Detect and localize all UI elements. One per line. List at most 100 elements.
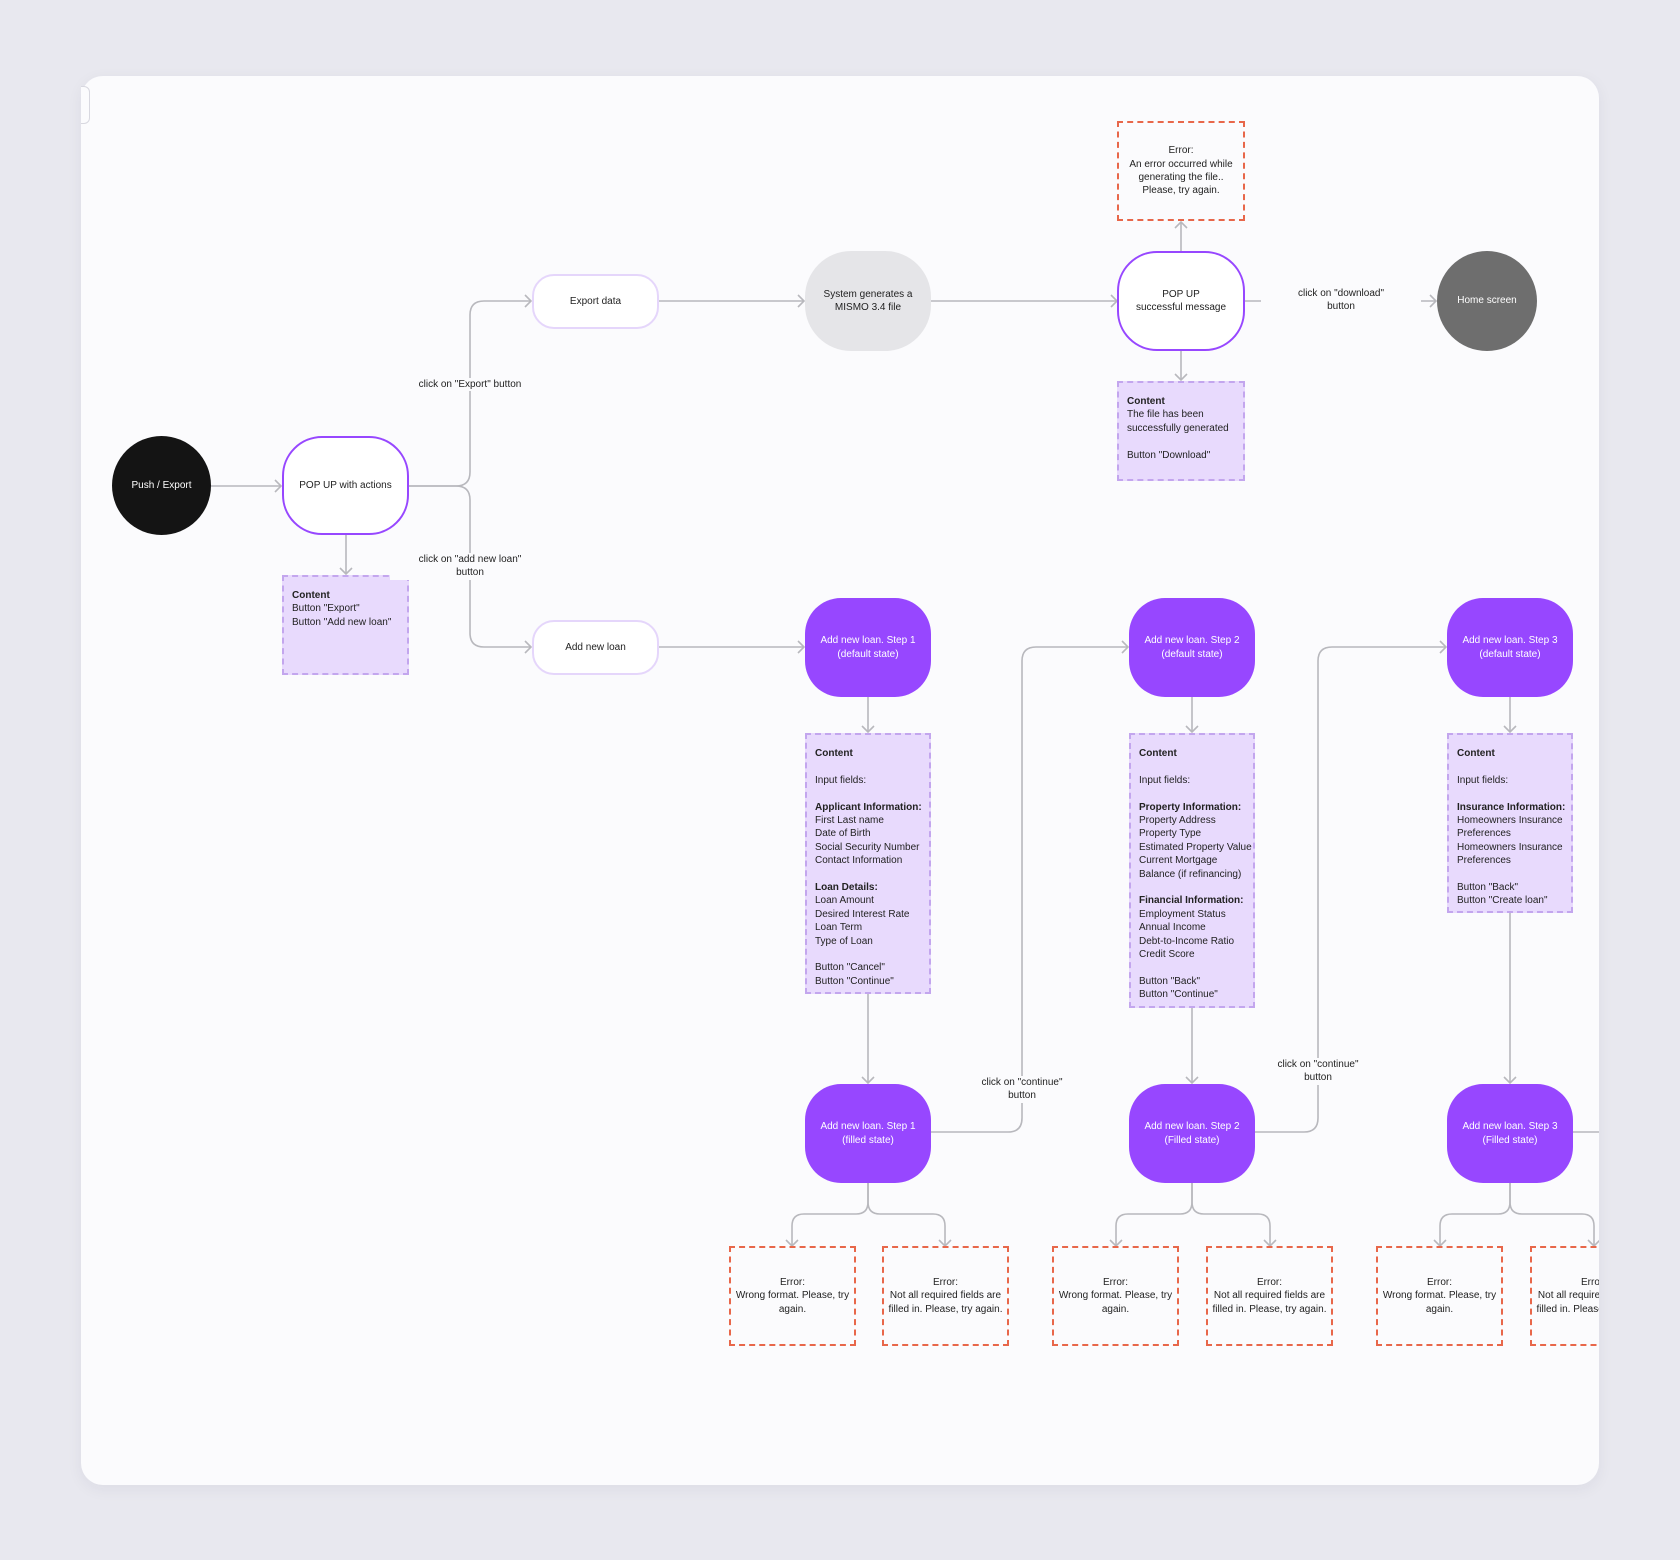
text-line: click on "continue" (981, 1077, 1063, 1088)
text-line: filled in. Please, try again. (1212, 1303, 1327, 1315)
popup-success-node[interactable]: POP UP successful message (1117, 251, 1245, 351)
arrowhead (1121, 640, 1130, 654)
text-line: generating the file.. (1138, 172, 1224, 183)
text-line: Error: (1427, 1276, 1452, 1288)
arrowhead (1503, 1076, 1517, 1085)
text-line: Preferences (1457, 828, 1511, 840)
text-line (1127, 435, 1235, 448)
arrowhead (1174, 373, 1188, 382)
text-line: Insurance Information: (1457, 801, 1566, 813)
text-line: Content (292, 590, 330, 601)
text-line: successful message (1135, 302, 1227, 313)
text-line: POP UP with actions (299, 479, 392, 491)
text-line: (default state) (837, 648, 899, 660)
text-line: Social Security Number (815, 841, 920, 853)
arrowhead (274, 479, 283, 493)
text-line: Date of Birth (815, 828, 871, 840)
text-line: Error: (933, 1276, 958, 1288)
arrowhead (1503, 725, 1517, 734)
text-line: Add new loan (565, 641, 626, 653)
label-click-continue-1: click on "continue"button (942, 1076, 1102, 1103)
home-screen-node[interactable]: Home screen (1437, 251, 1537, 351)
arrowhead (524, 294, 533, 308)
step3-default-node[interactable]: Add new loan. Step 3(default state) (1447, 598, 1573, 697)
connector-line (409, 300, 531, 487)
text-line: click on "continue" (1277, 1059, 1359, 1070)
step2-default-node[interactable]: Add new loan. Step 2(default state) (1129, 598, 1255, 697)
text-line: Loan Term (815, 922, 863, 934)
arrowhead (797, 294, 806, 308)
text-line: Property Information: (1139, 801, 1242, 813)
text-line: Credit Score (1139, 949, 1195, 961)
text-line: Button "Download" (1127, 449, 1211, 461)
connector-line (1255, 646, 1446, 1133)
step2-filled-node[interactable]: Add new loan. Step 2(Filled state) (1129, 1084, 1255, 1183)
text-line: Type of Loan (815, 935, 873, 947)
text-line: MISMO 3.4 file (834, 302, 902, 313)
arrowhead (339, 567, 353, 576)
text-line: Not all required fields are (1213, 1290, 1326, 1302)
text-line: Content (1127, 396, 1165, 407)
text-line (815, 787, 921, 800)
text-line: Add new loan. Step 3 (1462, 1121, 1558, 1133)
arrowhead (1185, 725, 1199, 734)
text-line: Error: (1581, 1276, 1599, 1288)
popup-with-actions-node[interactable]: POP UP with actions (282, 436, 409, 535)
text-line: Wrong format. Please, try (735, 1290, 850, 1302)
label-click-add-new-loan: click on "add new loan" button (390, 553, 550, 580)
text-line (1457, 868, 1563, 881)
text-line: Button "Continue" (1139, 989, 1218, 1001)
add-new-loan-node[interactable]: Add new loan (532, 620, 659, 675)
text-line (815, 760, 921, 773)
text-line: Button "Add new loan" (292, 616, 392, 628)
step1-filled-node[interactable]: Add new loan. Step 1(filled state) (805, 1084, 931, 1183)
connector-layer (211, 220, 1599, 1248)
text-line: (filled state) (842, 1134, 894, 1146)
start-node-push-export[interactable]: Push / Export (112, 436, 211, 535)
text-line: Button "Cancel" (815, 962, 885, 974)
text-line: Input fields: (1457, 774, 1509, 786)
text-line: click on "Export" button (418, 379, 522, 390)
text-line: Homeowners Insurance (1457, 815, 1563, 826)
connector-line (1115, 1183, 1193, 1246)
side-panel-handle[interactable] (81, 86, 90, 124)
text-line (1457, 760, 1563, 773)
text-line: again. (1101, 1303, 1130, 1315)
text-line: Button "Back" (1139, 975, 1201, 987)
step3-filled-node[interactable]: Add new loan. Step 3(Filled state) (1447, 1084, 1573, 1183)
text-line: Add new loan. Step 2 (1144, 1121, 1240, 1133)
export-data-node[interactable]: Export data (532, 274, 659, 329)
text-line: Add new loan. Step 1 (820, 1121, 916, 1133)
arrowhead (861, 725, 875, 734)
text-line: Property Type (1139, 828, 1202, 840)
text-line: Error: (1103, 1276, 1128, 1288)
text-line: Error: (1168, 145, 1194, 157)
text-line: Balance (if refinancing) (1139, 868, 1242, 880)
text-line: Please, try again. (1142, 185, 1220, 197)
text-line: Button "Continue" (815, 975, 894, 987)
text-line: Button "Export" (292, 603, 360, 615)
text-line: Add new loan. Step 3 (1462, 635, 1558, 647)
text-line: Preferences (1457, 855, 1511, 867)
step1-default-node[interactable]: Add new loan. Step 1(default state) (805, 598, 931, 697)
text-line: POP UP (1162, 288, 1200, 300)
text-line: Contact Information (815, 855, 903, 867)
text-line: (Filled state) (1482, 1134, 1538, 1146)
text-line: Applicant Information: (815, 801, 922, 813)
text-line: click on "add new loan" (418, 554, 522, 565)
text-line (815, 868, 921, 881)
text-line: Estimated Property Value (1139, 841, 1252, 853)
text-line (1139, 760, 1245, 773)
text-line: button (456, 567, 484, 579)
text-line: An error occurred while (1129, 158, 1233, 170)
text-line: Button "Create loan" (1457, 895, 1548, 907)
text-line: Debt-to-Income Ratio (1139, 935, 1235, 947)
text-line: button (1304, 1072, 1332, 1084)
connector-line (1509, 1183, 1595, 1246)
